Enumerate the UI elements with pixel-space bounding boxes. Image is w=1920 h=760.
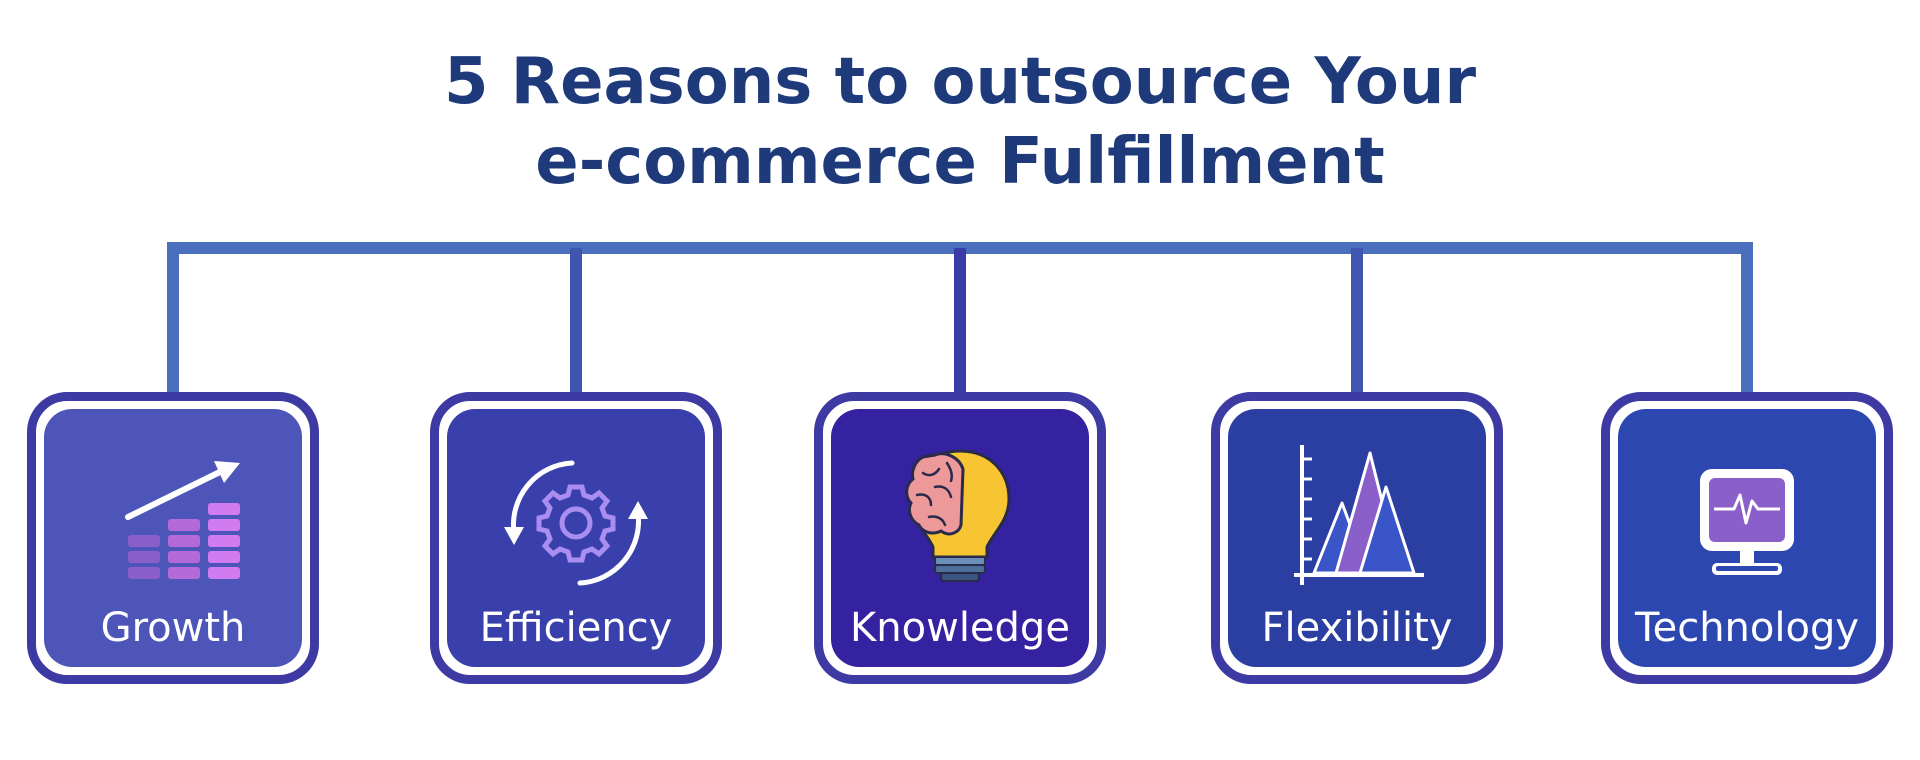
card-growth-inner: Growth <box>44 409 302 667</box>
brain-lightbulb-icon <box>905 449 1011 582</box>
card-technology: Technology <box>1601 392 1893 684</box>
title-line-1: 5 Reasons to outsource Your <box>443 45 1477 119</box>
card-technology-label: Technology <box>1634 605 1860 651</box>
card-knowledge: Knowledge <box>814 392 1106 684</box>
card-efficiency: Efficiency <box>430 392 722 684</box>
card-efficiency-label: Efficiency <box>479 605 673 651</box>
card-growth: Growth <box>27 392 319 684</box>
growth-chart-icon <box>125 461 240 579</box>
card-flexibility: Flexibility <box>1211 392 1503 684</box>
title-line-2: e-commerce Fulfillment <box>535 125 1385 199</box>
card-flexibility-inner: Flexibility <box>1228 409 1486 667</box>
monitor-pulse-icon <box>1700 469 1794 575</box>
gear-cycle-icon <box>504 460 648 586</box>
card-technology-inner: Technology <box>1618 409 1876 667</box>
card-knowledge-inner: Knowledge <box>831 409 1089 667</box>
card-flexibility-label: Flexibility <box>1261 605 1453 651</box>
card-efficiency-inner: Efficiency <box>447 409 705 667</box>
distribution-chart-icon <box>1294 445 1424 585</box>
card-growth-label: Growth <box>100 605 246 651</box>
page-title: 5 Reasons to outsource Your e-commerce F… <box>0 42 1920 202</box>
card-knowledge-label: Knowledge <box>850 605 1070 651</box>
